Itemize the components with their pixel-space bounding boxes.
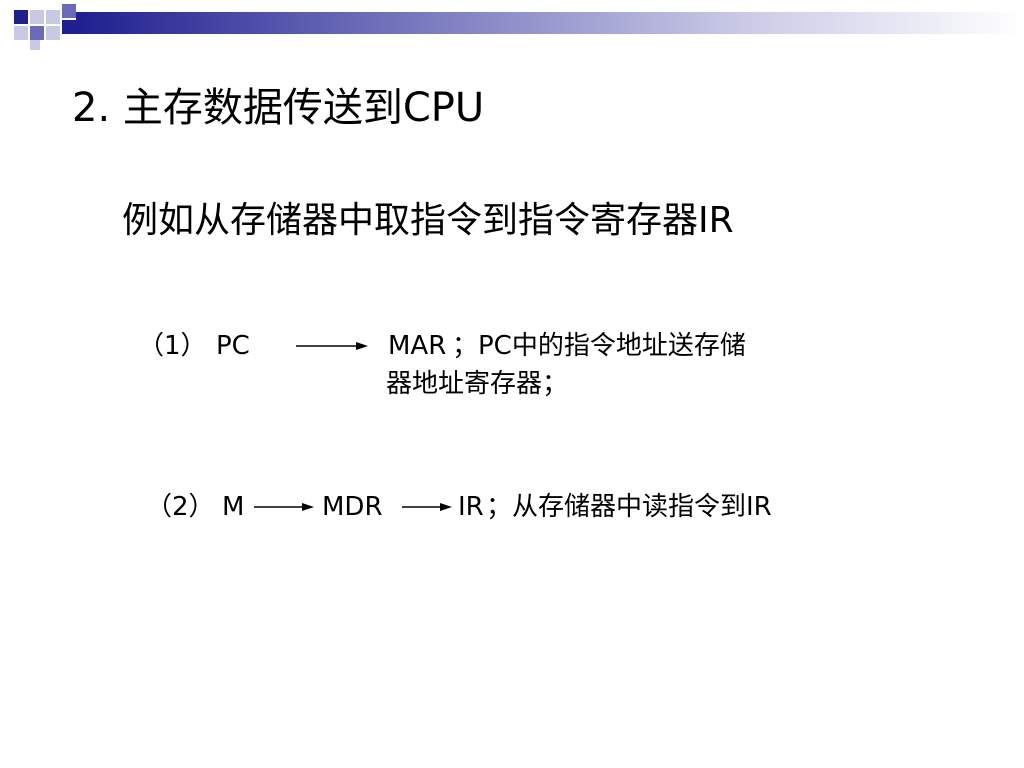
step1-target: MAR [388,331,447,361]
decor-square-light [30,10,44,24]
decor-square-mid [62,4,76,18]
header-gradient-bar [76,12,1024,34]
slide-title: 2. 主存数据传送到CPU [72,85,485,131]
decor-square-dark [62,20,76,34]
step2-arrow-2 [402,503,452,511]
step2-source: M [222,492,245,522]
step1-arrow [296,342,368,350]
step1-description-line2: 器地址寄存器； [386,369,569,399]
decor-square-light [46,10,60,24]
step2-index: （2） [146,492,215,522]
step2-description: ；从存储器中读指令到IR [486,492,772,522]
header-decoration [0,0,1024,50]
slide-subtitle: 例如从存储器中取指令到指令寄存器IR [122,200,734,241]
step1-description-line1: ；PC中的指令地址送存储 [452,331,746,361]
decor-square-light [14,26,28,40]
step1-source: PC [216,331,250,361]
decor-square-light [46,26,60,40]
decor-square-dark [14,10,28,24]
step2-target: IR [458,492,484,522]
step1-index: （1） [138,331,207,361]
step2-middle: MDR [322,492,383,522]
step2-arrow-1 [254,503,314,511]
decor-square-mid [30,26,44,40]
decor-square-light [30,40,40,50]
